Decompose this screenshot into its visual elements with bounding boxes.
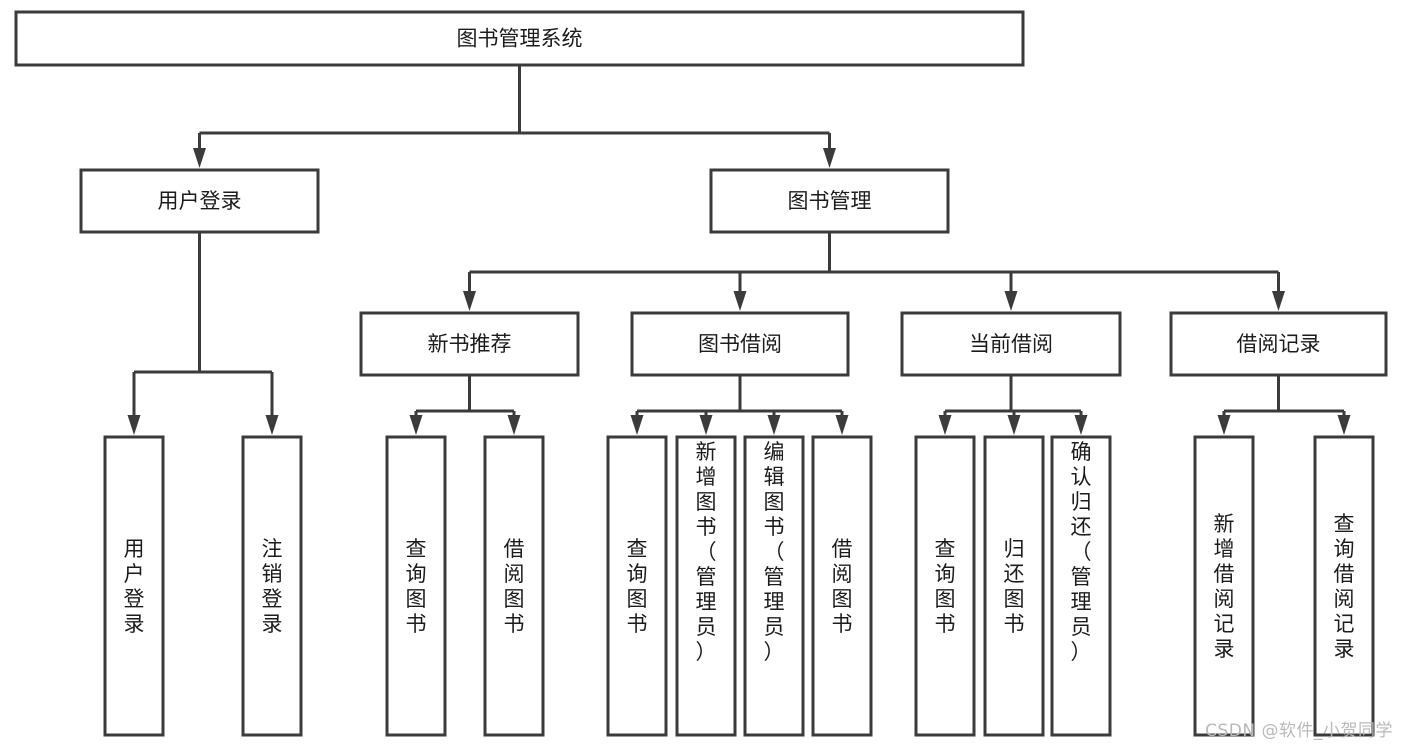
arrow-head-icon [193, 148, 206, 168]
node-label: 查询图书 [406, 537, 427, 636]
arrow-head-icon [1217, 415, 1231, 435]
node-label: 借阅图书 [504, 537, 525, 636]
node-label: 图书管理 [788, 189, 872, 213]
arrow-head-icon [1337, 415, 1351, 435]
node-rect[interactable] [14, 10, 1025, 67]
node-rect[interactable] [606, 435, 668, 737]
node-leaf-5[interactable]: 新增图书（管理员） [675, 435, 737, 737]
node-label: 编辑图书（管理员） [764, 440, 785, 664]
node-label: 新增图书（管理员） [696, 440, 717, 664]
node-leaf-8[interactable]: 查询图书 [914, 435, 976, 737]
arrow-head-icon [507, 415, 521, 435]
node-leaf-7[interactable]: 借阅图书 [811, 435, 873, 737]
arrow-head-icon [1074, 415, 1088, 435]
node-rect[interactable] [483, 435, 545, 737]
arrow-head-icon [265, 415, 279, 435]
node-rect[interactable] [675, 435, 737, 737]
arrow-head-icon [823, 148, 836, 168]
arrow-head-icon [630, 415, 644, 435]
arrow-head-icon [699, 415, 713, 435]
arrow-head-icon [1004, 291, 1018, 311]
node-leaf-2[interactable]: 查询图书 [385, 435, 447, 737]
node-label: 图书管理系统 [457, 27, 583, 51]
node-rect[interactable] [743, 435, 805, 737]
node-rect[interactable] [1169, 311, 1388, 377]
node-level2-1[interactable]: 图书管理 [709, 168, 950, 234]
node-rect[interactable] [1050, 435, 1112, 737]
node-leaf-4[interactable]: 查询图书 [606, 435, 668, 737]
connector-新书推荐-to-leaves [409, 375, 521, 435]
node-label: 借阅图书 [832, 537, 853, 636]
connector-图书借阅-to-leaves [630, 375, 849, 435]
node-label: 注销登录 [262, 537, 283, 636]
node-label: 新增借阅记录 [1214, 512, 1235, 661]
node-rect[interactable] [359, 311, 580, 377]
node-rect[interactable] [900, 311, 1122, 377]
node-rect[interactable] [1193, 435, 1255, 737]
node-leaf-12[interactable]: 查询借阅记录 [1313, 435, 1375, 737]
node-label: 确认归还（管理员） [1071, 440, 1092, 664]
node-leaf-11[interactable]: 新增借阅记录 [1193, 435, 1255, 737]
node-leaf-3[interactable]: 借阅图书 [483, 435, 545, 737]
arrow-head-icon [1007, 415, 1021, 435]
node-label: 图书借阅 [698, 332, 782, 356]
node-rect[interactable] [79, 168, 320, 234]
arrow-head-icon [938, 415, 952, 435]
node-layer: 图书管理系统用户登录图书管理新书推荐图书借阅当前借阅借阅记录用户登录注销登录查询… [14, 10, 1388, 737]
arrow-head-icon [835, 415, 849, 435]
connector-layer [127, 65, 1351, 435]
arrow-head-icon [409, 415, 423, 435]
arrow-head-icon [767, 415, 781, 435]
node-leaf-9[interactable]: 归还图书 [983, 435, 1045, 737]
node-label: 查询借阅记录 [1334, 512, 1355, 661]
node-rect[interactable] [811, 435, 873, 737]
csdn-watermark: CSDN @软件_小贺同学 [1205, 721, 1393, 741]
connector-root-to-level2 [193, 65, 836, 168]
node-root[interactable]: 图书管理系统 [14, 10, 1025, 67]
node-rect[interactable] [983, 435, 1045, 737]
connector-借阅记录-to-leaves [1217, 375, 1351, 435]
node-label: 归还图书 [1004, 537, 1025, 636]
node-leaf-10[interactable]: 确认归还（管理员） [1050, 435, 1112, 737]
node-label: 借阅记录 [1237, 332, 1321, 356]
arrow-head-icon [1272, 291, 1285, 311]
node-level3-0[interactable]: 新书推荐 [359, 311, 580, 377]
node-label: 查询图书 [935, 537, 956, 636]
node-label: 新书推荐 [428, 332, 512, 356]
node-label: 当前借阅 [969, 332, 1053, 356]
node-rect[interactable] [241, 435, 303, 737]
node-level3-3[interactable]: 借阅记录 [1169, 311, 1388, 377]
arrow-head-icon [463, 291, 476, 311]
arrow-head-icon [127, 415, 141, 435]
node-label: 查询图书 [627, 537, 648, 636]
node-leaf-0[interactable]: 用户登录 [103, 435, 165, 737]
node-rect[interactable] [1313, 435, 1375, 737]
node-rect[interactable] [914, 435, 976, 737]
arrow-head-icon [733, 291, 747, 311]
connector-bookmgmt-to-level3 [463, 232, 1285, 311]
node-label: 用户登录 [158, 189, 242, 213]
connector-userlogin-to-leaves [127, 232, 279, 435]
node-rect[interactable] [103, 435, 165, 737]
node-level2-0[interactable]: 用户登录 [79, 168, 320, 234]
node-label: 用户登录 [124, 537, 145, 636]
node-level3-2[interactable]: 当前借阅 [900, 311, 1122, 377]
node-rect[interactable] [709, 168, 950, 234]
node-leaf-6[interactable]: 编辑图书（管理员） [743, 435, 805, 737]
node-rect[interactable] [630, 311, 850, 377]
node-level3-1[interactable]: 图书借阅 [630, 311, 850, 377]
node-rect[interactable] [385, 435, 447, 737]
connector-当前借阅-to-leaves [938, 375, 1088, 435]
node-leaf-1[interactable]: 注销登录 [241, 435, 303, 737]
